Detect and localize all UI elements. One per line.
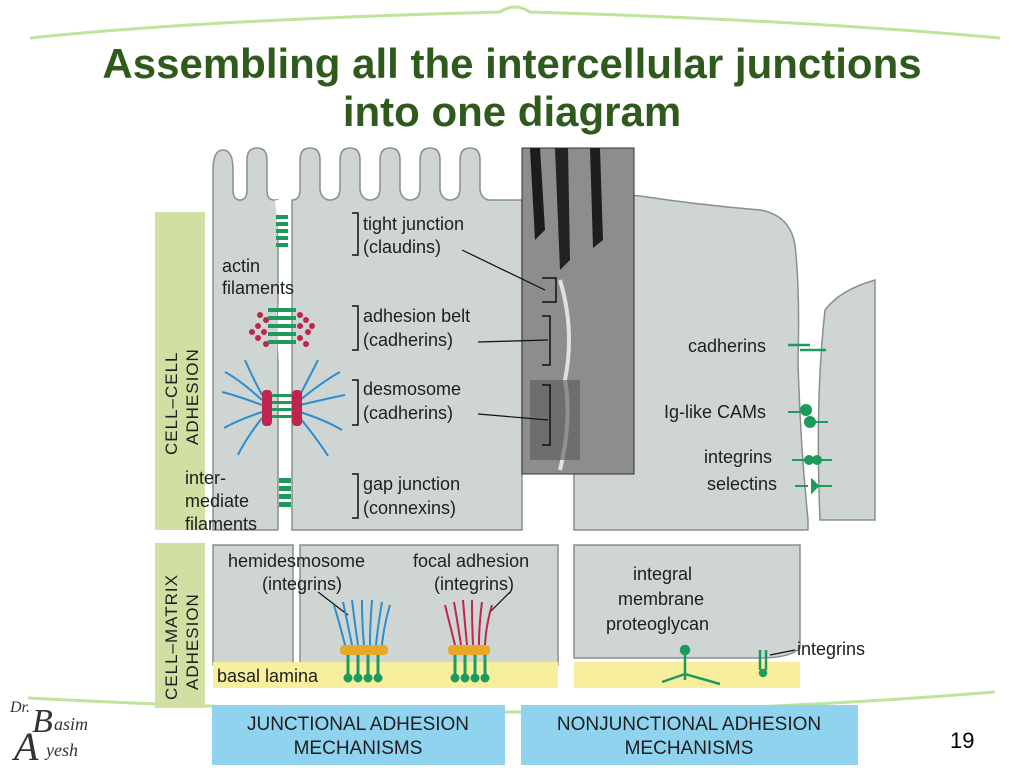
cell-cell-label-1: CELL–CELL [162,351,181,455]
slide-title: Assembling all the intercellular junctio… [0,40,1024,136]
desmosome-plaque-right [292,390,302,426]
logo-b: B [32,703,53,740]
hemidesmosome-plaque [340,645,388,655]
micrograph-bracket-1 [542,277,557,303]
focal-adhesion-plaque [448,645,490,655]
desmosome-plaque-left [262,390,272,426]
tight-junction-label: tight junction [363,214,464,234]
micrograph-dark-band-1 [530,148,545,240]
integrin-matrix-molecule [758,650,768,678]
intermediate-label-2: mediate [185,491,249,511]
micrograph-dark-band-3 [590,148,603,248]
left-epithelial-cell [212,147,279,531]
proteoglycan-label-1: integral [633,564,692,584]
cell-cell-label-2: ADHESION [183,348,202,445]
micrograph-bracket-2 [542,315,551,366]
middle-epithelial-cell [291,147,523,531]
junctional-label-2: MECHANISMS [294,738,423,759]
actin-label-1: actin [222,256,260,276]
gap-junction-protein: (connexins) [363,498,456,518]
intermediate-label-3: filaments [185,514,257,534]
hemidesmosome-integrins [343,655,383,683]
leader-hemi [317,591,349,616]
logo-yesh: yesh [44,740,78,760]
selectin-molecule [795,477,832,495]
junctional-label-1: JUNCTIONAL ADHESION [247,714,469,735]
intermediate-filaments [221,359,346,457]
nonjunctional-label-2: MECHANISMS [625,738,754,759]
title-line-2: into one diagram [342,88,682,135]
hemidesmosome-protein: (integrins) [262,574,342,594]
ig-cam-molecule [788,404,828,428]
leader-tight [461,249,546,291]
ig-cams-label: Ig-like CAMs [664,402,766,422]
integrins-label: integrins [704,447,772,467]
hemidesmosome-filaments [333,599,391,646]
logo-dr: Dr. [9,699,30,716]
actin-label-2: filaments [222,278,294,298]
leader-integrins-matrix [769,649,796,656]
top-curve [29,5,1001,40]
proteoglycan-molecule [661,644,721,686]
desmosome-cadherins [272,394,292,418]
leader-belt [477,339,549,343]
cell-cell-band [155,212,205,530]
desmosome-protein: (cadherins) [363,403,453,423]
logo-asim: asim [54,714,88,734]
leader-desmo [477,413,549,421]
author-signature-logo: Dr. B asim A yesh [9,699,88,765]
focal-adhesion-integrins [450,655,490,683]
junctional-mechanisms-box [212,705,505,765]
cell-matrix-label-1: CELL–MATRIX [162,574,181,700]
adhesion-belt-label: adhesion belt [363,306,470,326]
proteoglycan-label-2: membrane [618,589,704,609]
basal-lamina-left [213,662,558,688]
cell-matrix-label-2: ADHESION [183,593,202,690]
logo-a: A [11,724,39,765]
bracket-desmo [352,379,359,426]
cell-matrix-band [155,543,205,708]
cadherin-molecule [788,343,826,352]
adhesion-belt-protein: (cadherins) [363,330,453,350]
gap-junction-connexins [279,478,291,507]
bottom-middle-cell [299,544,559,666]
gap-junction-label: gap junction [363,474,460,494]
bottom-left-cell [212,544,294,666]
focal-adhesion-filaments [444,599,493,646]
focal-adhesion-label: focal adhesion [413,551,529,571]
title-line-1: Assembling all the intercellular junctio… [102,40,922,87]
intermediate-label-1: inter- [185,468,226,488]
cadherins-label: cadherins [688,336,766,356]
integrins-matrix-label: integrins [797,639,865,659]
nonjunctional-label-1: NONJUNCTIONAL ADHESION [557,714,821,735]
bracket-gap [352,473,359,519]
tight-junction-protein: (claudins) [363,237,441,257]
desmosome-label: desmosome [363,379,461,399]
nonjunctional-mechanisms-box [521,705,858,765]
far-right-cell [817,279,876,521]
tight-junction-proteins [276,215,288,247]
leader-focal [489,591,511,613]
hemidesmosome-label: hemidesmosome [228,551,365,571]
basal-lamina-label: basal lamina [217,666,319,686]
adhesion-belt-cadherins [268,308,296,344]
focal-adhesion-protein: (integrins) [434,574,514,594]
bracket-tight [352,212,359,256]
integrin-molecule [792,455,832,465]
micrograph-dark-band-2 [555,148,570,270]
bracket-belt [352,305,359,351]
slide-number: 19 [950,728,975,753]
actin-filament-cluster [249,312,315,347]
selectins-label: selectins [707,474,777,494]
micrograph-bracket-3 [542,384,551,446]
micrograph-speckle [530,380,580,460]
proteoglycan-label-3: proteoglycan [606,614,709,634]
